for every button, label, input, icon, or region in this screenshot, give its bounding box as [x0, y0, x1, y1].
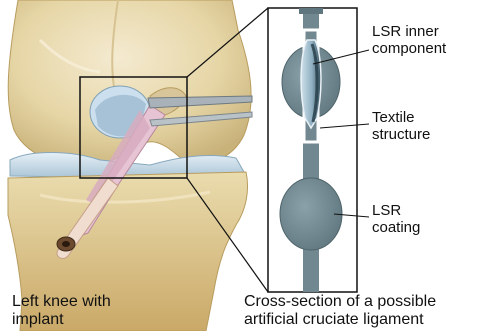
caption-cross-section: Cross-section of a possible artificial c…	[244, 293, 436, 328]
label-lsr-coating: LSR coating	[372, 203, 420, 236]
caption-left-knee: Left knee with implant	[12, 293, 111, 328]
label-lsr-inner-component: LSR inner component	[372, 24, 446, 57]
label-textile-structure: Textile structure	[372, 110, 430, 143]
knee-illustration	[8, 0, 252, 331]
